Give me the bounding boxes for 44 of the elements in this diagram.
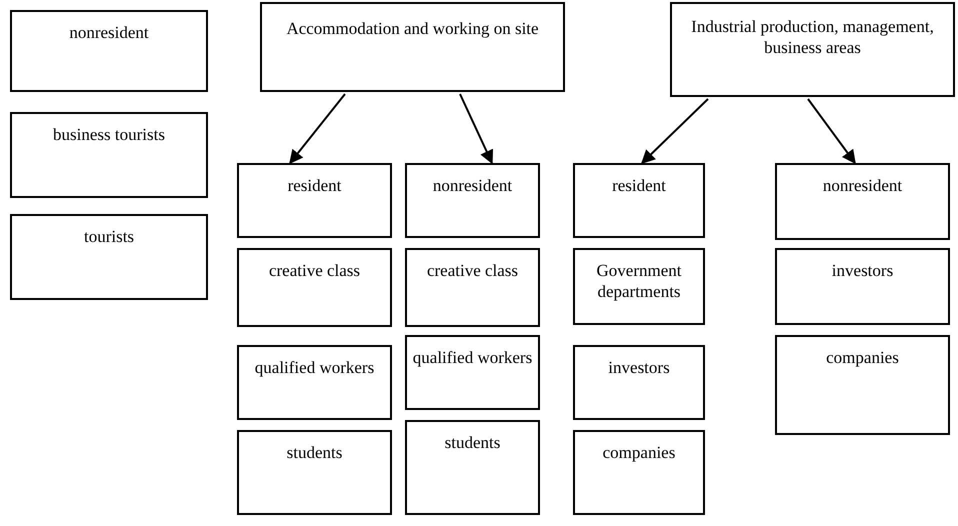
- arrow: [807, 98, 856, 164]
- box-label: students: [286, 442, 342, 464]
- text-box: [10, 112, 208, 198]
- text-box: [573, 430, 705, 515]
- text-box: [405, 248, 540, 327]
- text-box: [405, 163, 540, 238]
- box-label: creative class: [268, 260, 360, 282]
- text-box: [405, 420, 540, 515]
- text-box: [573, 248, 705, 325]
- arrow: [289, 93, 346, 164]
- box-label: nonresident: [69, 22, 149, 44]
- arrow: [459, 94, 494, 164]
- text-box: [775, 335, 950, 435]
- text-box: [573, 163, 705, 238]
- text-box: [237, 163, 392, 238]
- box-label: investors: [832, 260, 894, 282]
- arrow: [641, 98, 709, 164]
- text-box: [775, 248, 950, 325]
- box-label: qualified workers: [254, 357, 374, 378]
- text-box: [405, 335, 540, 410]
- box-label: Industrial production, management, business areas: [690, 16, 935, 58]
- text-box: [237, 248, 392, 327]
- box-label: qualified workers: [412, 347, 532, 368]
- box-label: nonresident: [432, 175, 512, 196]
- box-label: companies: [826, 347, 899, 368]
- text-box: [260, 2, 565, 92]
- text-box: [670, 2, 955, 97]
- text-box: [573, 345, 705, 420]
- text-box: [10, 214, 208, 300]
- box-label: companies: [602, 442, 676, 464]
- box-label: students: [444, 432, 500, 454]
- box-label: Government departments: [596, 260, 682, 302]
- box-label: business tourists: [53, 124, 165, 146]
- box-label: resident: [612, 175, 666, 196]
- text-box: [775, 163, 950, 240]
- text-box: [10, 10, 208, 92]
- box-label: tourists: [84, 226, 134, 248]
- box-label: Accommodation and working on site: [286, 18, 539, 40]
- text-box: [237, 345, 392, 420]
- box-label: creative class: [426, 260, 518, 282]
- box-label: nonresident: [822, 175, 902, 196]
- box-label: investors: [608, 357, 670, 378]
- text-box: [237, 430, 392, 515]
- box-label: resident: [288, 175, 342, 196]
